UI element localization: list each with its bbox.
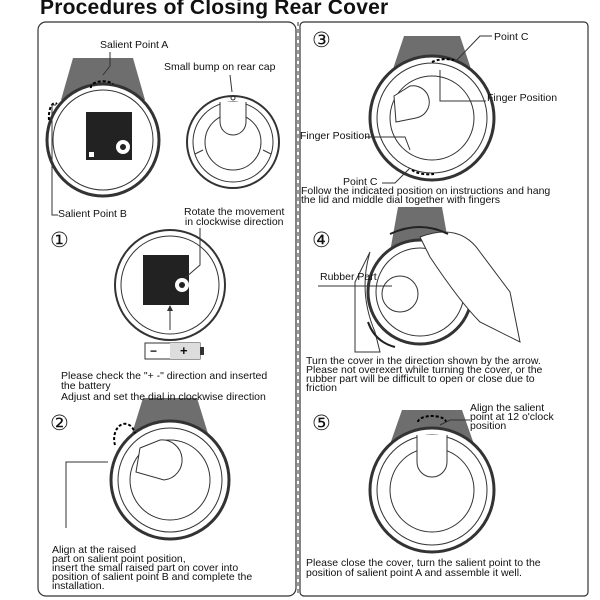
step4-number: ④ xyxy=(312,229,331,252)
label-finger-position-left: Finger Position xyxy=(300,130,371,142)
label-point-c-top: Point C xyxy=(494,31,529,43)
label-small-bump: Small bump on rear cap xyxy=(164,61,276,73)
step1-text-dial: Adjust and set the dial in clockwise dir… xyxy=(61,391,266,403)
battery-icon xyxy=(144,342,204,360)
step5-number: ⑤ xyxy=(312,412,331,435)
step1-clock-figure xyxy=(114,229,226,341)
label-finger-position-right: Finger Position xyxy=(487,92,558,104)
battery-minus: − xyxy=(150,344,158,358)
step2-number: ② xyxy=(50,412,69,435)
page-title: Procedures of Closing Rear Cover xyxy=(40,0,389,19)
right-panel-frame xyxy=(299,21,589,597)
step5-text: Please close the cover, turn the salient… xyxy=(306,557,541,579)
step3-clock-figure xyxy=(368,36,496,182)
step4-text: Turn the cover in the direction shown by… xyxy=(306,355,543,394)
rear-cap-figure xyxy=(186,95,280,189)
battery-plus: + xyxy=(180,343,188,358)
step4-hands-figure xyxy=(354,207,521,353)
label-point-c-bottom: Point C xyxy=(343,176,378,188)
step3-text: Follow the indicated position on instruc… xyxy=(301,185,551,206)
label-rubber-part: Rubber Part xyxy=(320,271,377,283)
step1-text-battery: Please check the "+ -" direction and ins… xyxy=(61,370,268,392)
label-rotate-movement: Rotate the movement in clockwise directi… xyxy=(184,206,285,228)
step1-number: ① xyxy=(50,229,69,252)
step2-text: Align at the raised part on salient poin… xyxy=(52,544,253,592)
step3-number: ③ xyxy=(312,29,331,52)
label-salient-point-a: Salient Point A xyxy=(100,39,169,51)
step2-clock-figure xyxy=(109,398,231,541)
label-salient-point-b: Salient Point B xyxy=(58,208,127,220)
clock-movement-figure xyxy=(45,58,161,198)
label-align-salient-point: Align the salient point at 12 o'clock po… xyxy=(470,402,554,432)
left-panel-frame xyxy=(37,21,297,597)
